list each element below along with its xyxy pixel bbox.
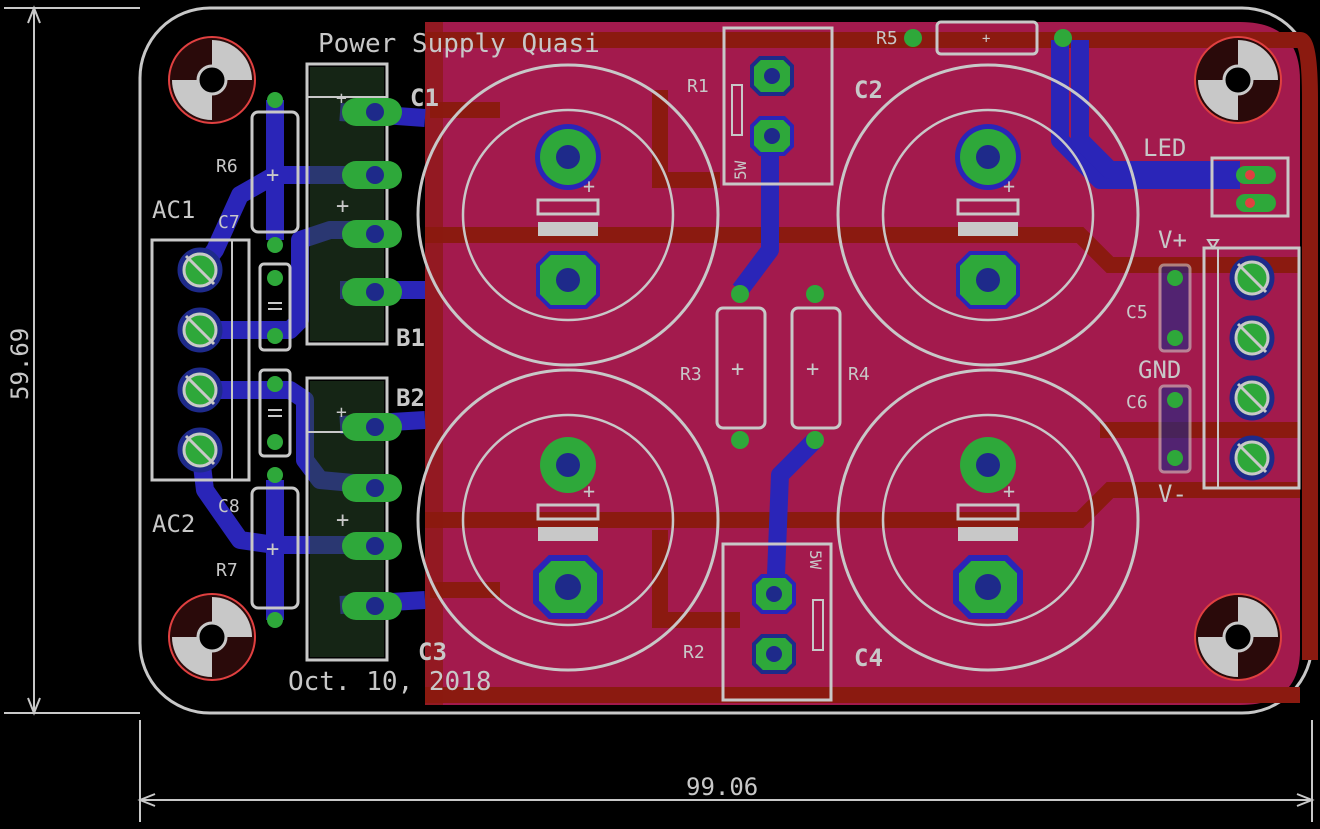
label-c6: C6 bbox=[1126, 392, 1148, 413]
mounting-hole-top-left bbox=[168, 36, 256, 124]
svg-text:+: + bbox=[982, 31, 990, 47]
bridge-b1: + + bbox=[305, 62, 402, 346]
label-c4: C4 bbox=[854, 644, 883, 672]
resistor-r2-body bbox=[721, 542, 833, 702]
svg-text:+: + bbox=[266, 163, 279, 188]
label-gnd: GND bbox=[1138, 356, 1181, 384]
label-r3: R3 bbox=[680, 364, 702, 385]
label-led: LED bbox=[1143, 134, 1186, 162]
capacitor-c4: + bbox=[836, 368, 1140, 672]
label-r5: R5 bbox=[876, 28, 898, 49]
label-c1: C1 bbox=[410, 84, 439, 112]
capacitor-c5-body bbox=[1158, 263, 1192, 353]
label-r2-power: 5W bbox=[806, 550, 825, 570]
label-r6: R6 bbox=[216, 156, 238, 177]
svg-text:+: + bbox=[1003, 174, 1015, 198]
svg-text:+: + bbox=[1003, 479, 1015, 503]
svg-text:+: + bbox=[806, 357, 819, 382]
label-r1-power: 5W bbox=[731, 160, 750, 180]
mounting-hole-bottom-left bbox=[168, 593, 256, 681]
svg-text:+: + bbox=[731, 357, 744, 382]
board-title: Power Supply Quasi bbox=[318, 29, 600, 59]
svg-text:+: + bbox=[336, 402, 347, 423]
label-ac2: AC2 bbox=[152, 510, 195, 538]
svg-text:+: + bbox=[336, 88, 347, 109]
label-r1: R1 bbox=[687, 76, 709, 97]
resistor-r1-body bbox=[722, 26, 834, 186]
capacitor-c8-body bbox=[258, 368, 292, 458]
resistor-r6-body: + bbox=[250, 92, 300, 253]
label-c2: C2 bbox=[854, 76, 883, 104]
copper-pour bbox=[425, 22, 1300, 705]
label-c8: C8 bbox=[218, 496, 240, 517]
label-r7: R7 bbox=[216, 560, 238, 581]
label-c5: C5 bbox=[1126, 302, 1148, 323]
label-b1: B1 bbox=[396, 324, 425, 352]
dimension-width bbox=[137, 720, 1315, 822]
capacitor-c2: + bbox=[836, 63, 1140, 367]
dimension-width-label: 99.06 bbox=[686, 773, 758, 801]
label-b2: B2 bbox=[396, 384, 425, 412]
resistor-r7-body: + bbox=[250, 467, 300, 628]
label-vminus: V- bbox=[1158, 480, 1187, 508]
svg-text:+: + bbox=[266, 537, 279, 562]
svg-text:+: + bbox=[336, 194, 349, 219]
svg-text:+: + bbox=[336, 508, 349, 533]
output-terminal-block bbox=[1202, 239, 1301, 490]
capacitor-c6-body bbox=[1158, 384, 1192, 474]
capacitor-c7-body bbox=[258, 262, 292, 352]
label-c3: C3 bbox=[418, 638, 447, 666]
bridge-b2: + + bbox=[305, 376, 402, 662]
label-r4: R4 bbox=[848, 364, 870, 385]
mounting-hole-top-right bbox=[1194, 36, 1282, 124]
led-body bbox=[1210, 156, 1290, 218]
svg-text:+: + bbox=[583, 479, 595, 503]
label-ac1: AC1 bbox=[152, 196, 195, 224]
dimension-height bbox=[4, 5, 140, 716]
label-c7: C7 bbox=[218, 212, 240, 233]
label-vplus: V+ bbox=[1158, 226, 1187, 254]
resistor-r5-body: + bbox=[904, 20, 1072, 56]
svg-text:+: + bbox=[583, 174, 595, 198]
resistor-r3-body: + bbox=[715, 285, 767, 449]
capacitor-c1: + bbox=[416, 63, 720, 367]
label-r2: R2 bbox=[683, 642, 705, 663]
resistor-r4-body: + bbox=[790, 285, 842, 449]
mounting-hole-bottom-right bbox=[1194, 593, 1282, 681]
dimension-height-label: 59.69 bbox=[6, 328, 34, 400]
capacitor-c3: + bbox=[416, 368, 720, 672]
ac-terminal-block bbox=[150, 238, 251, 482]
board-date: Oct. 10, 2018 bbox=[288, 667, 492, 697]
